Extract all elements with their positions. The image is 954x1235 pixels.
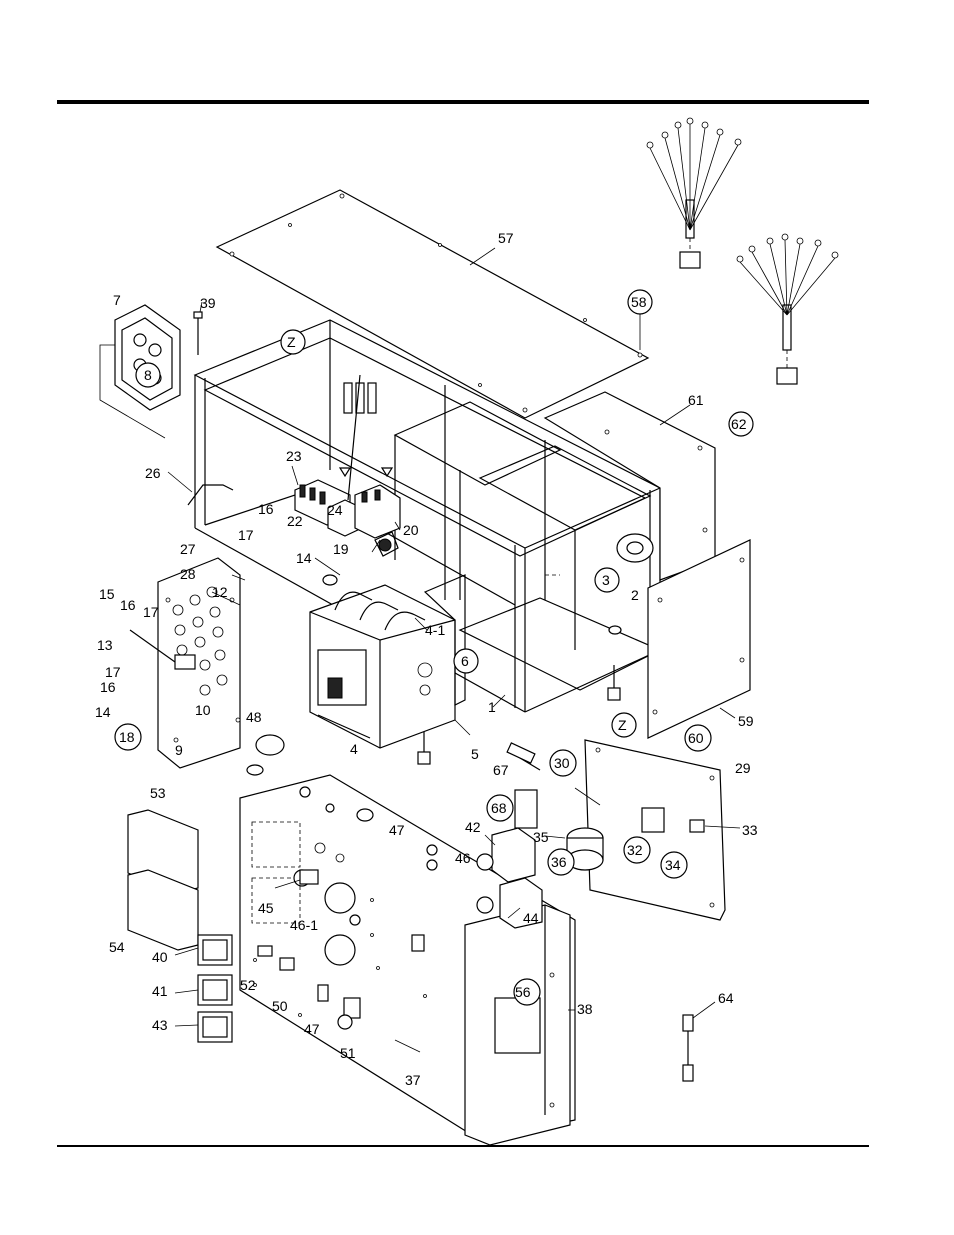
wire-harness-upper — [647, 118, 741, 268]
label-17-upper: 17 — [238, 527, 254, 543]
label-38: 38 — [577, 1001, 593, 1017]
label-2: 2 — [631, 587, 639, 603]
label-56: 56 — [515, 984, 531, 1000]
label-20: 20 — [403, 522, 419, 538]
current-transformer — [617, 534, 653, 562]
label-7: 7 — [113, 292, 121, 308]
label-3: 3 — [602, 572, 610, 588]
label-43: 43 — [152, 1017, 168, 1033]
circuit-breaker — [310, 575, 465, 748]
label-52: 52 — [240, 977, 256, 993]
label-40: 40 — [152, 949, 168, 965]
label-34: 34 — [665, 857, 681, 873]
label-29: 29 — [735, 760, 751, 776]
label-24: 24 — [327, 502, 343, 518]
label-14-upper: 14 — [296, 550, 312, 566]
label-26: 26 — [145, 465, 161, 481]
label-32: 32 — [627, 842, 643, 858]
label-16-mid: 16 — [120, 597, 136, 613]
label-13: 13 — [97, 637, 113, 653]
label-46-1: 46-1 — [290, 917, 318, 933]
meters — [128, 810, 232, 1042]
label-64: 64 — [718, 990, 734, 1006]
label-5: 5 — [471, 746, 479, 762]
label-42: 42 — [465, 819, 481, 835]
label-58: 58 — [631, 294, 647, 310]
label-z-upper: Z — [287, 334, 296, 350]
label-16-upper: 16 — [258, 501, 274, 517]
label-9: 9 — [175, 742, 183, 758]
label-12: 12 — [212, 584, 228, 600]
label-48: 48 — [246, 709, 262, 725]
label-4: 4 — [350, 741, 358, 757]
label-51: 51 — [340, 1045, 356, 1061]
label-z-lower: Z — [618, 717, 627, 733]
wire-harness-lower — [737, 234, 838, 384]
label-59: 59 — [738, 713, 754, 729]
label-67: 67 — [493, 762, 509, 778]
label-17-lower: 17 — [105, 664, 121, 680]
label-46: 46 — [455, 850, 471, 866]
door-panel — [465, 905, 570, 1145]
label-57: 57 — [498, 230, 514, 246]
label-6: 6 — [461, 653, 469, 669]
label-30: 30 — [554, 755, 570, 771]
label-19: 19 — [333, 541, 349, 557]
label-16-lower: 16 — [100, 679, 116, 695]
label-54: 54 — [109, 939, 125, 955]
label-44: 44 — [523, 910, 539, 926]
label-37: 37 — [405, 1072, 421, 1088]
label-36: 36 — [551, 854, 567, 870]
label-62: 62 — [731, 416, 747, 432]
top-cover-panel — [217, 190, 648, 418]
label-1: 1 — [488, 699, 496, 715]
label-33: 33 — [742, 822, 758, 838]
label-15: 15 — [99, 586, 115, 602]
jumper-cable — [683, 1015, 693, 1081]
label-39: 39 — [200, 295, 216, 311]
label-47-lower: 47 — [304, 1021, 320, 1037]
label-60: 60 — [688, 730, 704, 746]
label-8: 8 — [144, 367, 152, 383]
label-41: 41 — [152, 983, 168, 999]
label-10: 10 — [195, 702, 211, 718]
label-61: 61 — [688, 392, 704, 408]
label-17-mid: 17 — [143, 604, 159, 620]
label-45: 45 — [258, 900, 274, 916]
label-18: 18 — [119, 729, 135, 745]
label-53: 53 — [150, 785, 166, 801]
label-35: 35 — [533, 829, 549, 845]
label-14-lower: 14 — [95, 704, 111, 720]
label-50: 50 — [272, 998, 288, 1014]
label-68: 68 — [491, 800, 507, 816]
label-23: 23 — [286, 448, 302, 464]
label-47-upper: 47 — [389, 822, 405, 838]
label-28: 28 — [180, 566, 196, 582]
label-22: 22 — [287, 513, 303, 529]
label-4-1: 4-1 — [425, 622, 445, 638]
label-27: 27 — [180, 541, 196, 557]
